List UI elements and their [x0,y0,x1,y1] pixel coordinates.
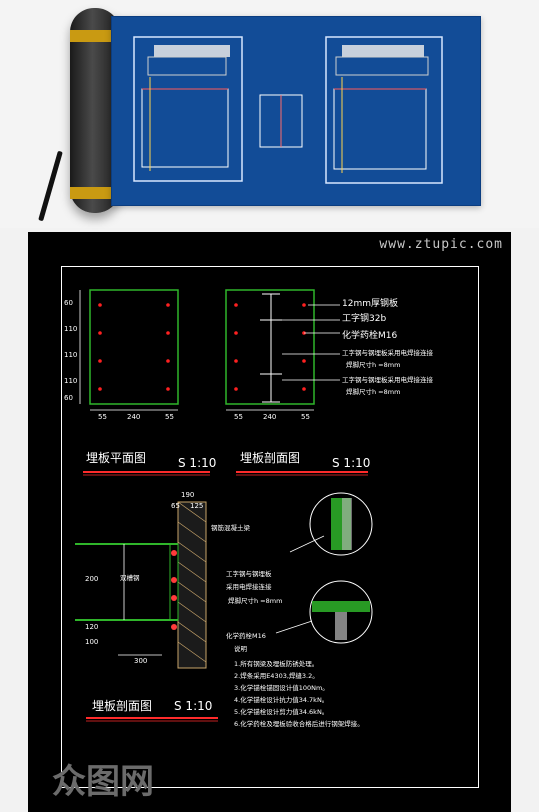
lower-left-dim: 120 [85,623,98,631]
lower-label: 双槽钢 [120,573,140,582]
plate-plan: 60 110 110 110 60 55 240 55 [64,289,179,421]
watermark: www.ztupic.com [379,237,503,252]
lower-label: 钢筋混凝土梁 [211,523,251,532]
lower-top-dim: 65 [171,502,180,510]
section-label: 化学药栓M16 [342,329,397,341]
pen-icon [38,150,63,222]
site-logo: 众图网 [52,762,154,802]
note-item: 5.化学锚栓设计剪力值34.6kN。 [234,707,328,716]
lower-left-dim: 200 [85,575,98,583]
lower-bottom-dim: 300 [134,657,147,665]
plan-bottom-dim: 240 [127,413,140,421]
lower-top-dim: 125 [190,502,203,510]
lower-title: 埋板剖面图 [92,699,152,713]
plan-side-dim: 60 [64,299,73,307]
section-bottom-dim: 55 [301,413,310,421]
note-item: 3.化学锚栓锚固设计值100Nm。 [234,683,329,692]
note-item: 4.化学锚栓设计抗力值34.7kN。 [234,695,328,704]
lower-left-dim: 100 [85,638,98,646]
notes: 说明 1.所有钢梁及埋板防锈处理。 2.焊条采用E4303,焊缝3.2。 3.化… [234,644,364,728]
detail-circles [275,492,373,644]
plate-section: 55 240 55 12mm厚钢板 工字钢32b 化学药栓M16 工字钢与钢埋板… [225,289,434,421]
blue-drawing-sheet [111,16,481,206]
lower-label: 采用电焊接连接 [226,582,272,591]
section-label: 焊脚尺寸h =8mm [346,360,400,369]
section-label: 工字钢与钢埋板采用电焊接连接 [342,375,434,384]
lower-scale: S 1:10 [174,699,212,713]
lower-section: 190 65 125 200 120 100 300 钢筋混凝土梁 双槽钢 工字… [75,491,282,669]
note-item: 1.所有钢梁及埋板防锈处理。 [234,659,318,668]
lower-label: 焊脚尺寸h =8mm [228,596,282,605]
plan-side-dim: 110 [64,377,77,385]
section-label: 12mm厚钢板 [342,297,398,309]
cad-drawing: 60 110 110 110 60 55 240 55 55 240 55 [64,289,434,728]
cad-drawing-panel: www.ztupic.com 60 110 110 110 60 55 240 … [28,232,511,812]
notes-title: 说明 [234,644,248,653]
section-scale: S 1:10 [332,456,370,470]
section-bottom-dim: 55 [234,413,243,421]
preview-area [0,0,539,228]
drawing-frame [61,266,479,788]
section-label: 焊脚尺寸h =8mm [346,387,400,396]
plan-bottom-dim: 55 [98,413,107,421]
plan-scale: S 1:10 [178,456,216,470]
plan-side-dim: 110 [64,351,77,359]
lower-label: 工字钢与钢埋板 [226,569,272,578]
plan-side-dim: 60 [64,394,73,402]
plan-title: 埋板平面图 [86,451,146,465]
section-label: 工字钢32b [342,312,386,324]
plan-bottom-dim: 55 [165,413,174,421]
section-bottom-dim: 240 [263,413,276,421]
sheet-preview [133,36,443,184]
lower-top-dim: 190 [181,491,194,499]
section-title: 埋板剖面图 [240,451,300,465]
section-label: 工字钢与钢埋板采用电焊接连接 [342,348,434,357]
plan-side-dim: 110 [64,325,77,333]
lower-label: 化学药栓M16 [226,631,266,640]
note-item: 2.焊条采用E4303,焊缝3.2。 [234,671,319,680]
note-item: 6.化学药栓及埋板验收合格后进行钢架焊接。 [234,719,364,728]
